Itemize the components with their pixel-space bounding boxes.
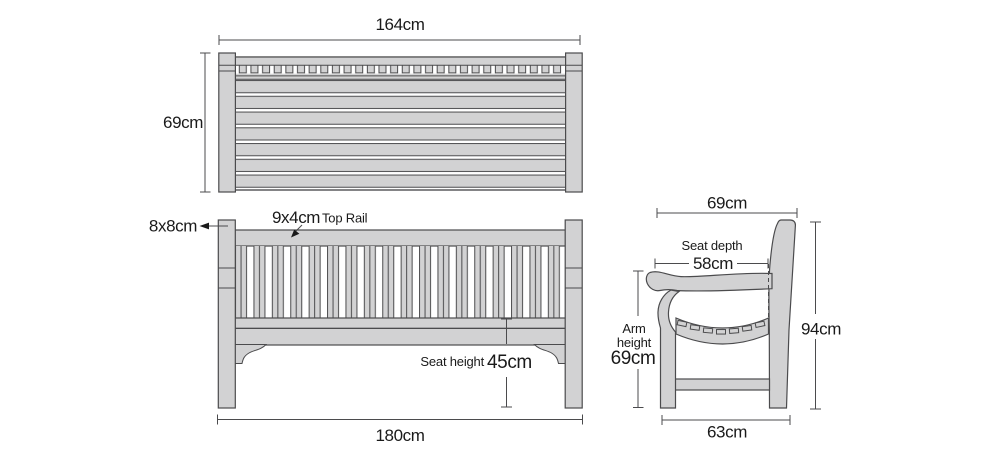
top-view-bench (218, 52, 583, 193)
seat-slat-end (702, 327, 714, 334)
front-right-leg (564, 219, 583, 409)
top-view-back-slats (237, 65, 563, 74)
seat-depth-value-label: 58cm (693, 254, 733, 273)
top-view-back-rail (235, 57, 566, 66)
seat-height-value-label: 45cm (487, 352, 532, 373)
top-rail-callout: 9x4cm Top Rail (272, 208, 368, 238)
front-top-rail (234, 229, 567, 247)
seat-slat-end (716, 329, 726, 335)
side-depth-label: 69cm (707, 194, 747, 213)
front-seat-height-dim: Seat height 45cm (420, 318, 532, 408)
side-armrest (645, 271, 773, 292)
front-view-bench (217, 219, 583, 409)
overall-height-label: 94cm (801, 320, 841, 339)
top-view-seat-slats (235, 80, 566, 190)
base-depth-dim: 63cm (661, 415, 791, 442)
front-seat-apron (234, 327, 567, 346)
seat-depth-text-label: Seat depth (682, 238, 743, 253)
top-view-rear-seat-rail (235, 73, 566, 80)
top-rail-size-label: 9x4cm (272, 208, 320, 227)
top-view-left-leg (218, 52, 237, 193)
arm-height-dim: Arm height 69cm (611, 270, 656, 408)
side-view-bench (645, 219, 797, 409)
side-depth-dim: 69cm (656, 194, 798, 218)
arm-height-text-line2: height (617, 335, 652, 350)
top-view-dimensions: 164cm 69cm (163, 15, 581, 193)
front-width-label: 180cm (375, 426, 424, 445)
side-stretcher (674, 378, 771, 391)
post-size-arrowhead-icon (199, 222, 209, 230)
front-right-bracket (534, 344, 566, 364)
post-size-label: 8x8cm (149, 217, 197, 236)
top-depth-label: 69cm (163, 113, 203, 132)
front-seat-board (234, 317, 567, 329)
arm-height-text-line1: Arm (622, 321, 645, 336)
seat-slat-end (728, 327, 740, 334)
top-rail-arrowhead-icon (291, 229, 300, 238)
front-width-dim: 180cm (217, 414, 583, 445)
seat-slat-end (741, 324, 753, 332)
post-size-callout: 8x8cm (149, 217, 228, 236)
overall-height-dim: 94cm (801, 221, 842, 410)
front-back-slats (235, 246, 566, 318)
side-back-post (768, 219, 797, 409)
front-left-bracket (234, 344, 267, 364)
side-seat-slat-ends (676, 319, 766, 335)
top-view-right-leg (564, 52, 583, 193)
top-rail-name-label: Top Rail (322, 211, 368, 226)
top-view: 164cm 69cm (163, 15, 583, 193)
seat-height-text-label: Seat height (420, 354, 484, 369)
seat-slat-end (754, 320, 766, 329)
seat-slat-end (689, 324, 701, 331)
side-front-leg-arm-support (657, 289, 681, 409)
side-view-dimensions: 69cm Seat depth 58cm 94cm (611, 194, 842, 442)
seat-slat-end (676, 319, 688, 328)
seat-depth-dim: Seat depth 58cm (654, 238, 769, 273)
arm-height-value-label: 69cm (611, 348, 656, 369)
front-left-leg (217, 219, 236, 409)
top-width-label: 164cm (375, 15, 424, 34)
side-view: 69cm Seat depth 58cm 94cm (611, 194, 842, 442)
front-view-annotations: 8x8cm 9x4cm Top Rail Seat height 45cm (149, 208, 583, 445)
front-view: 8x8cm 9x4cm Top Rail Seat height 45cm (149, 208, 583, 445)
base-depth-label: 63cm (707, 423, 747, 442)
